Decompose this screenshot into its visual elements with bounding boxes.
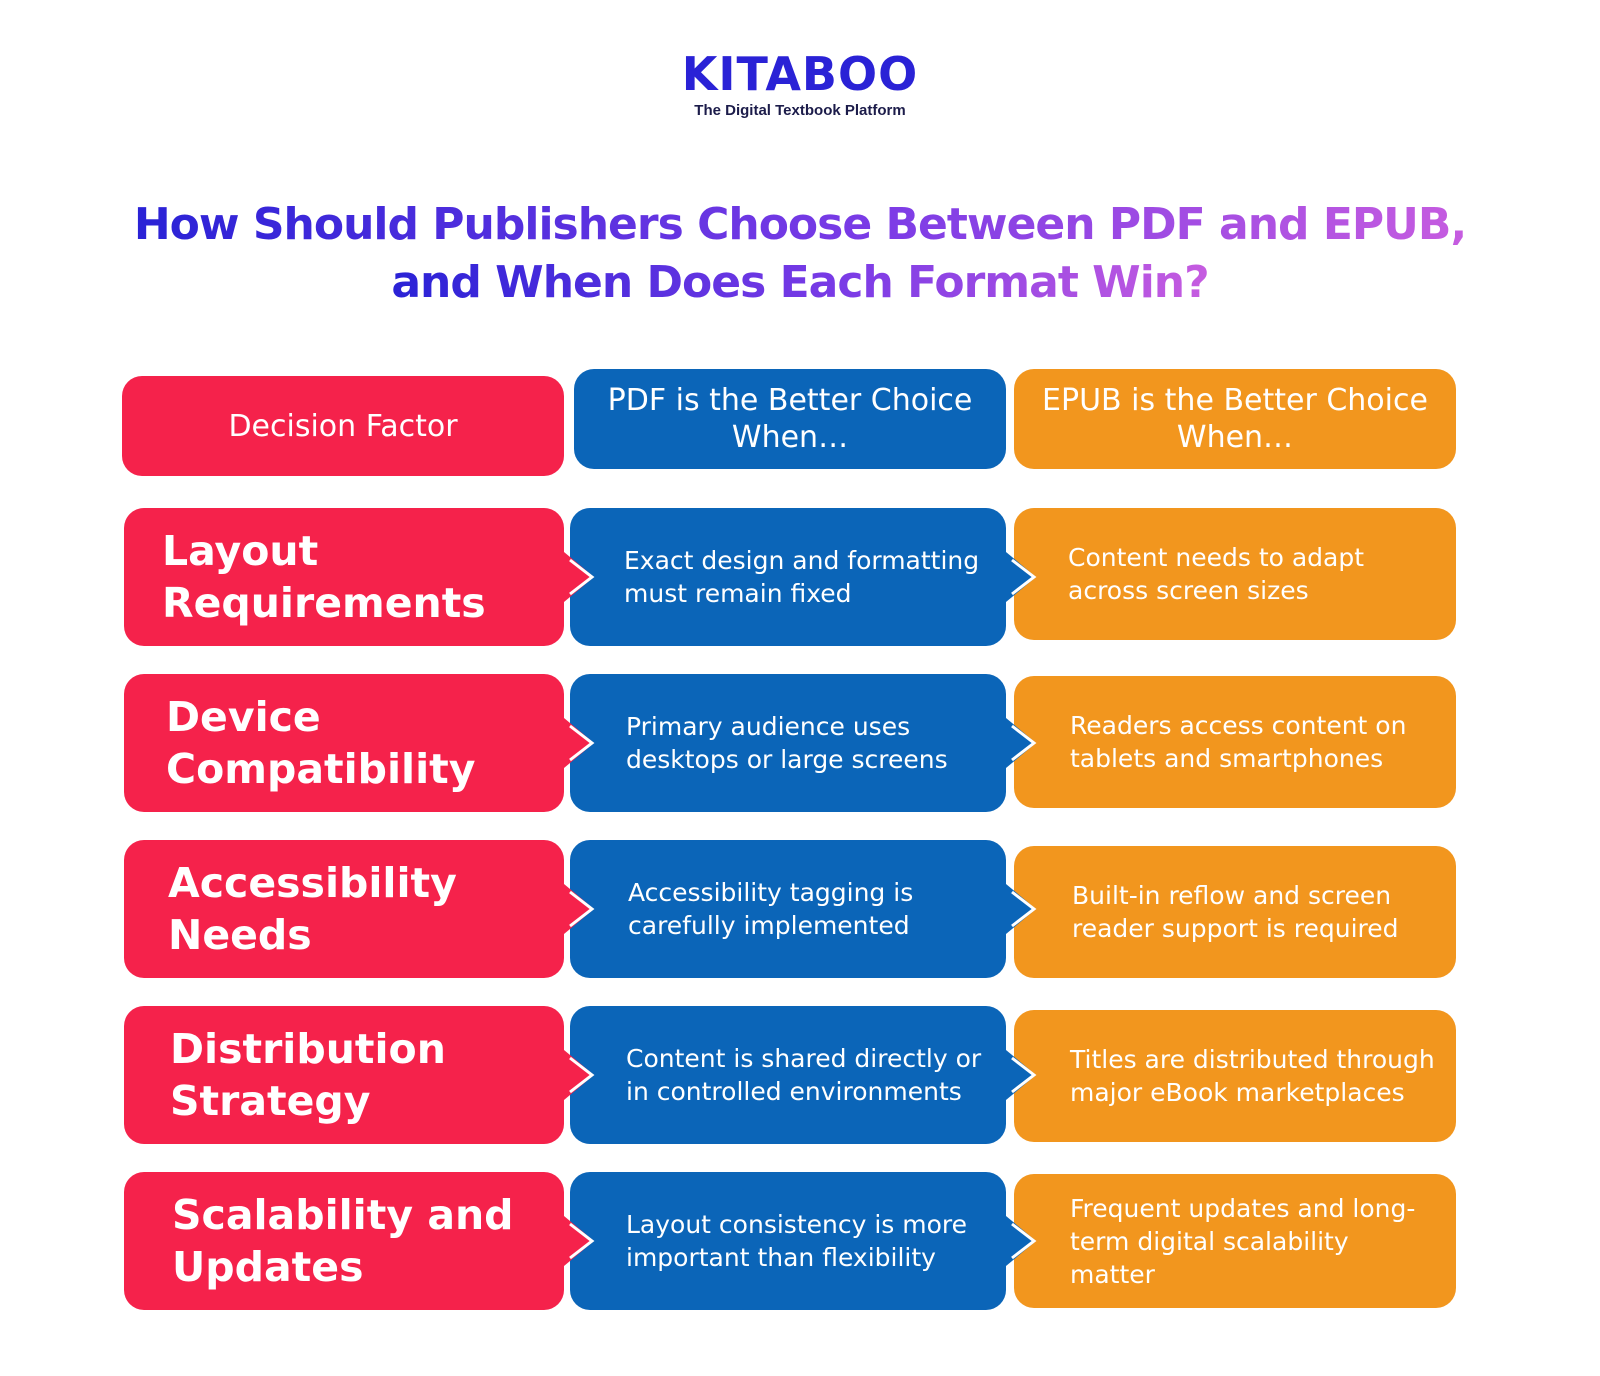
brand-logo: KITABOO The Digital Textbook Platform [0,48,1600,119]
row-factor-line-1: Accessibility [168,859,457,907]
header-epub: EPUB is the Better Choice When… [1014,369,1456,469]
row-pdf-line-2: important than flexibility [626,1243,936,1272]
row-epub-accessibility: Built-in reflow and screen reader suppor… [1014,846,1456,978]
row-factor-line-2: Requirements [162,579,486,627]
row-epub-line-1: Content needs to adapt [1068,543,1365,572]
row-factor-line-1: Distribution [170,1025,446,1073]
row-epub-line-2: tablets and smartphones [1070,744,1384,773]
row-factor-layout: Layout Requirements [124,508,564,646]
row-pdf-line-1: Accessibility tagging is [628,878,914,907]
row-factor-device: Device Compatibility [124,674,564,812]
row-epub-line-2: major eBook marketplaces [1070,1078,1405,1107]
row-factor-line-2: Needs [168,911,312,959]
row-epub-line-2: term digital scalability matter [1070,1226,1349,1289]
arrow-notch-icon [1006,552,1037,602]
header-pdf-label: PDF is the Better Choice When… [608,382,973,456]
brand-name: KITABOO [681,47,919,101]
row-factor-line-1: Layout [162,527,319,575]
row-epub-layout: Content needs to adapt across screen siz… [1014,508,1456,640]
row-epub-line-1: Built-in reflow and screen [1072,881,1392,910]
row-factor-line-1: Device [166,693,321,741]
header-pdf: PDF is the Better Choice When… [574,369,1006,469]
row-pdf-line-2: must remain fixed [624,579,852,608]
row-epub-line-2: across screen sizes [1068,576,1309,605]
row-pdf-layout: Exact design and formatting must remain … [570,508,1006,646]
row-epub-distribution: Titles are distributed through major eBo… [1014,1010,1456,1142]
header-epub-line-2: When… [1176,420,1294,455]
row-factor-line-2: Compatibility [166,745,476,793]
row-pdf-line-2: in controlled environments [626,1077,962,1106]
arrow-notch-icon [564,884,595,934]
header-decision-factor-label: Decision Factor [228,408,458,444]
row-pdf-device: Primary audience uses desktops or large … [570,674,1006,812]
row-pdf-line-1: Primary audience uses [626,712,911,741]
row-epub-line-1: Frequent updates and long- [1070,1193,1416,1223]
page-title: How Should Publishers Choose Between PDF… [100,196,1500,312]
row-factor-line-2: Updates [172,1243,364,1291]
header-pdf-line-2: When… [731,420,849,455]
brand-tagline: The Digital Textbook Platform [694,102,906,119]
arrow-notch-icon [1006,1050,1037,1100]
arrow-notch-icon [564,1216,595,1266]
row-factor-line-2: Strategy [170,1077,371,1125]
row-epub-line-1: Titles are distributed through [1070,1045,1435,1074]
row-factor-scalability: Scalability and Updates [124,1172,564,1310]
row-pdf-scalability: Layout consistency is more important tha… [570,1172,1006,1310]
arrow-notch-icon [1006,718,1037,768]
row-pdf-line-1: Exact design and formatting [624,546,980,575]
header-epub-label: EPUB is the Better Choice When… [1042,382,1428,456]
arrow-notch-icon [564,1050,595,1100]
arrow-notch-icon [564,718,595,768]
row-epub-line-2: reader support is required [1072,914,1399,943]
arrow-notch-icon [1006,884,1037,934]
header-pdf-line-1: PDF is the Better Choice [607,383,973,418]
row-epub-line-1: Readers access content on [1070,711,1407,740]
header-decision-factor: Decision Factor [122,376,564,476]
row-pdf-accessibility: Accessibility tagging is carefully imple… [570,840,1006,978]
title-line-1: How Should Publishers Choose Between PDF… [133,199,1467,250]
row-pdf-line-2: desktops or large screens [626,745,948,774]
row-epub-scalability: Frequent updates and long- term digital … [1014,1174,1456,1308]
row-pdf-line-2: carefully implemented [628,911,910,940]
arrow-notch-icon [564,552,595,602]
arrow-notch-icon [1006,1216,1037,1266]
row-pdf-line-1: Layout consistency is more [626,1210,968,1239]
header-epub-line-1: EPUB is the Better Choice [1042,383,1428,418]
title-line-2: and When Does Each Format Win? [391,257,1209,308]
row-pdf-distribution: Content is shared directly or in control… [570,1006,1006,1144]
row-factor-line-1: Scalability and [172,1191,514,1239]
row-factor-distribution: Distribution Strategy [124,1006,564,1144]
row-pdf-line-1: Content is shared directly or [626,1044,982,1073]
row-factor-accessibility: Accessibility Needs [124,840,564,978]
row-epub-device: Readers access content on tablets and sm… [1014,676,1456,808]
